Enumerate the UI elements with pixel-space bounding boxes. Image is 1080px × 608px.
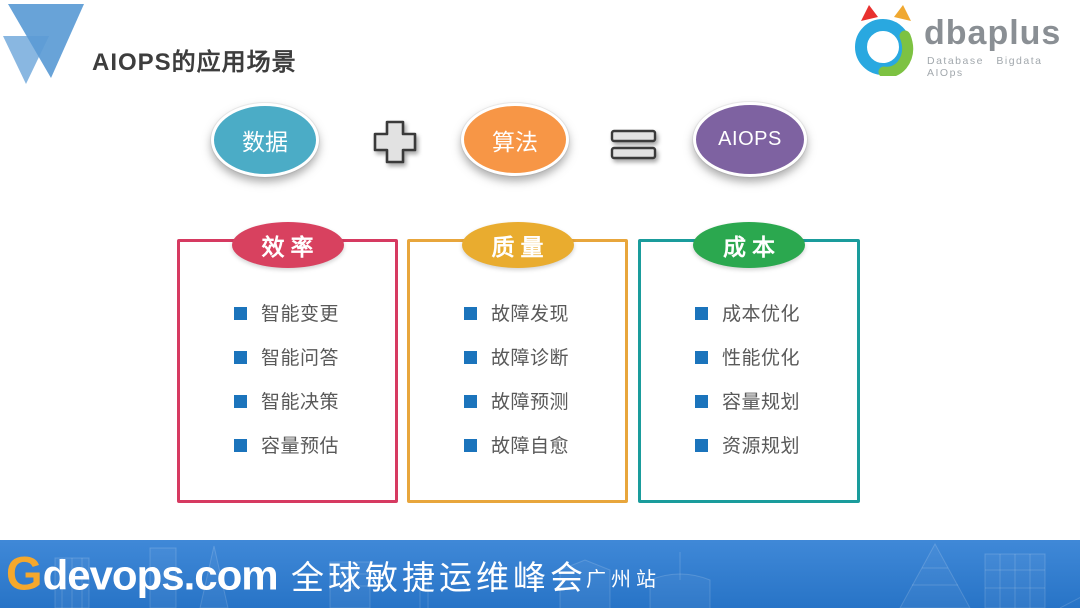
item-label: 故障发现 [491,303,570,325]
bullet-square-icon [234,306,247,320]
category-badge: 质量 [461,222,574,268]
formula-term-aiops: AIOPS [693,102,807,177]
bullet-square-icon [695,306,708,320]
item-label: 智能问答 [261,347,340,369]
plus-icon [373,120,417,164]
list-item: 故障发现 [464,290,622,334]
list-item: 容量规划 [695,378,854,422]
city-skyline-icon [54,542,1080,608]
list-item: 容量预估 [234,422,392,466]
bullet-square-icon [695,350,708,364]
list-item: 故障预测 [464,378,622,422]
item-label: 智能变更 [261,303,340,325]
dbaplus-tagline: Database Bigdata AIOps [927,55,1043,79]
bullet-square-icon [464,438,477,452]
item-label: 故障自愈 [491,435,570,457]
dbaplus-mark-icon [855,5,914,76]
list-item: 故障自愈 [464,422,622,466]
dbaplus-logo: dbaplus Database Bigdata AIOps [852,4,1078,79]
summit-title: 全球敏捷运维峰会 [291,558,587,597]
list-item: 资源规划 [695,422,854,466]
item-label: 容量预估 [261,435,340,457]
bullet-square-icon [464,350,477,364]
list-item: 故障诊断 [464,334,622,378]
bullet-square-icon [234,350,247,364]
dbaplus-text: dbaplus Database Bigdata AIOps [924,4,1078,79]
item-label: 容量规划 [722,391,801,413]
dbaplus-name: dbaplus [924,14,1062,52]
bullet-square-icon [695,438,708,452]
page-title: AIOPS的应用场景 [92,49,297,76]
category-frame [407,239,628,503]
city-label: 广州站 [586,567,661,591]
bullet-square-icon [464,394,477,408]
bullet-square-icon [234,394,247,408]
bullet-square-icon [234,438,247,452]
bullet-square-icon [695,394,708,408]
bullet-square-icon [464,306,477,320]
category-quality: 质量 故障发现 故障诊断 故障预测 故障自愈 [407,222,628,503]
footer-bar: Gdevops.com 全球敏捷运维峰会 广州站 [0,540,1080,608]
category-items: 成本优化 性能优化 容量规划 资源规划 [695,290,854,466]
category-items: 故障发现 故障诊断 故障预测 故障自愈 [464,290,622,466]
list-item: 智能变更 [234,290,392,334]
gdevops-brand: Gdevops.com [6,545,279,600]
formula-term-data: 数据 [211,103,319,177]
triangles-logo-icon [3,4,84,84]
equals-icon [610,129,657,160]
list-item: 性能优化 [695,334,854,378]
item-label: 资源规划 [722,435,801,457]
item-label: 智能决策 [261,391,340,413]
category-frame [177,239,398,503]
category-cost: 成本 成本优化 性能优化 容量规划 资源规划 [638,222,860,503]
item-label: 成本优化 [722,303,801,325]
category-frame [638,239,860,503]
list-item: 智能问答 [234,334,392,378]
category-badge: 效率 [231,222,344,268]
gdevops-brand-rest: devops.com [42,551,279,599]
item-label: 故障预测 [491,391,570,413]
item-label: 故障诊断 [491,347,570,369]
item-label: 性能优化 [722,347,801,369]
list-item: 成本优化 [695,290,854,334]
category-efficiency: 效率 智能变更 智能问答 智能决策 容量预估 [177,222,398,503]
list-item: 智能决策 [234,378,392,422]
gdevops-brand-g: G [6,546,43,600]
formula-term-algorithm: 算法 [461,103,569,176]
category-items: 智能变更 智能问答 智能决策 容量预估 [234,290,392,466]
category-badge: 成本 [693,222,805,268]
